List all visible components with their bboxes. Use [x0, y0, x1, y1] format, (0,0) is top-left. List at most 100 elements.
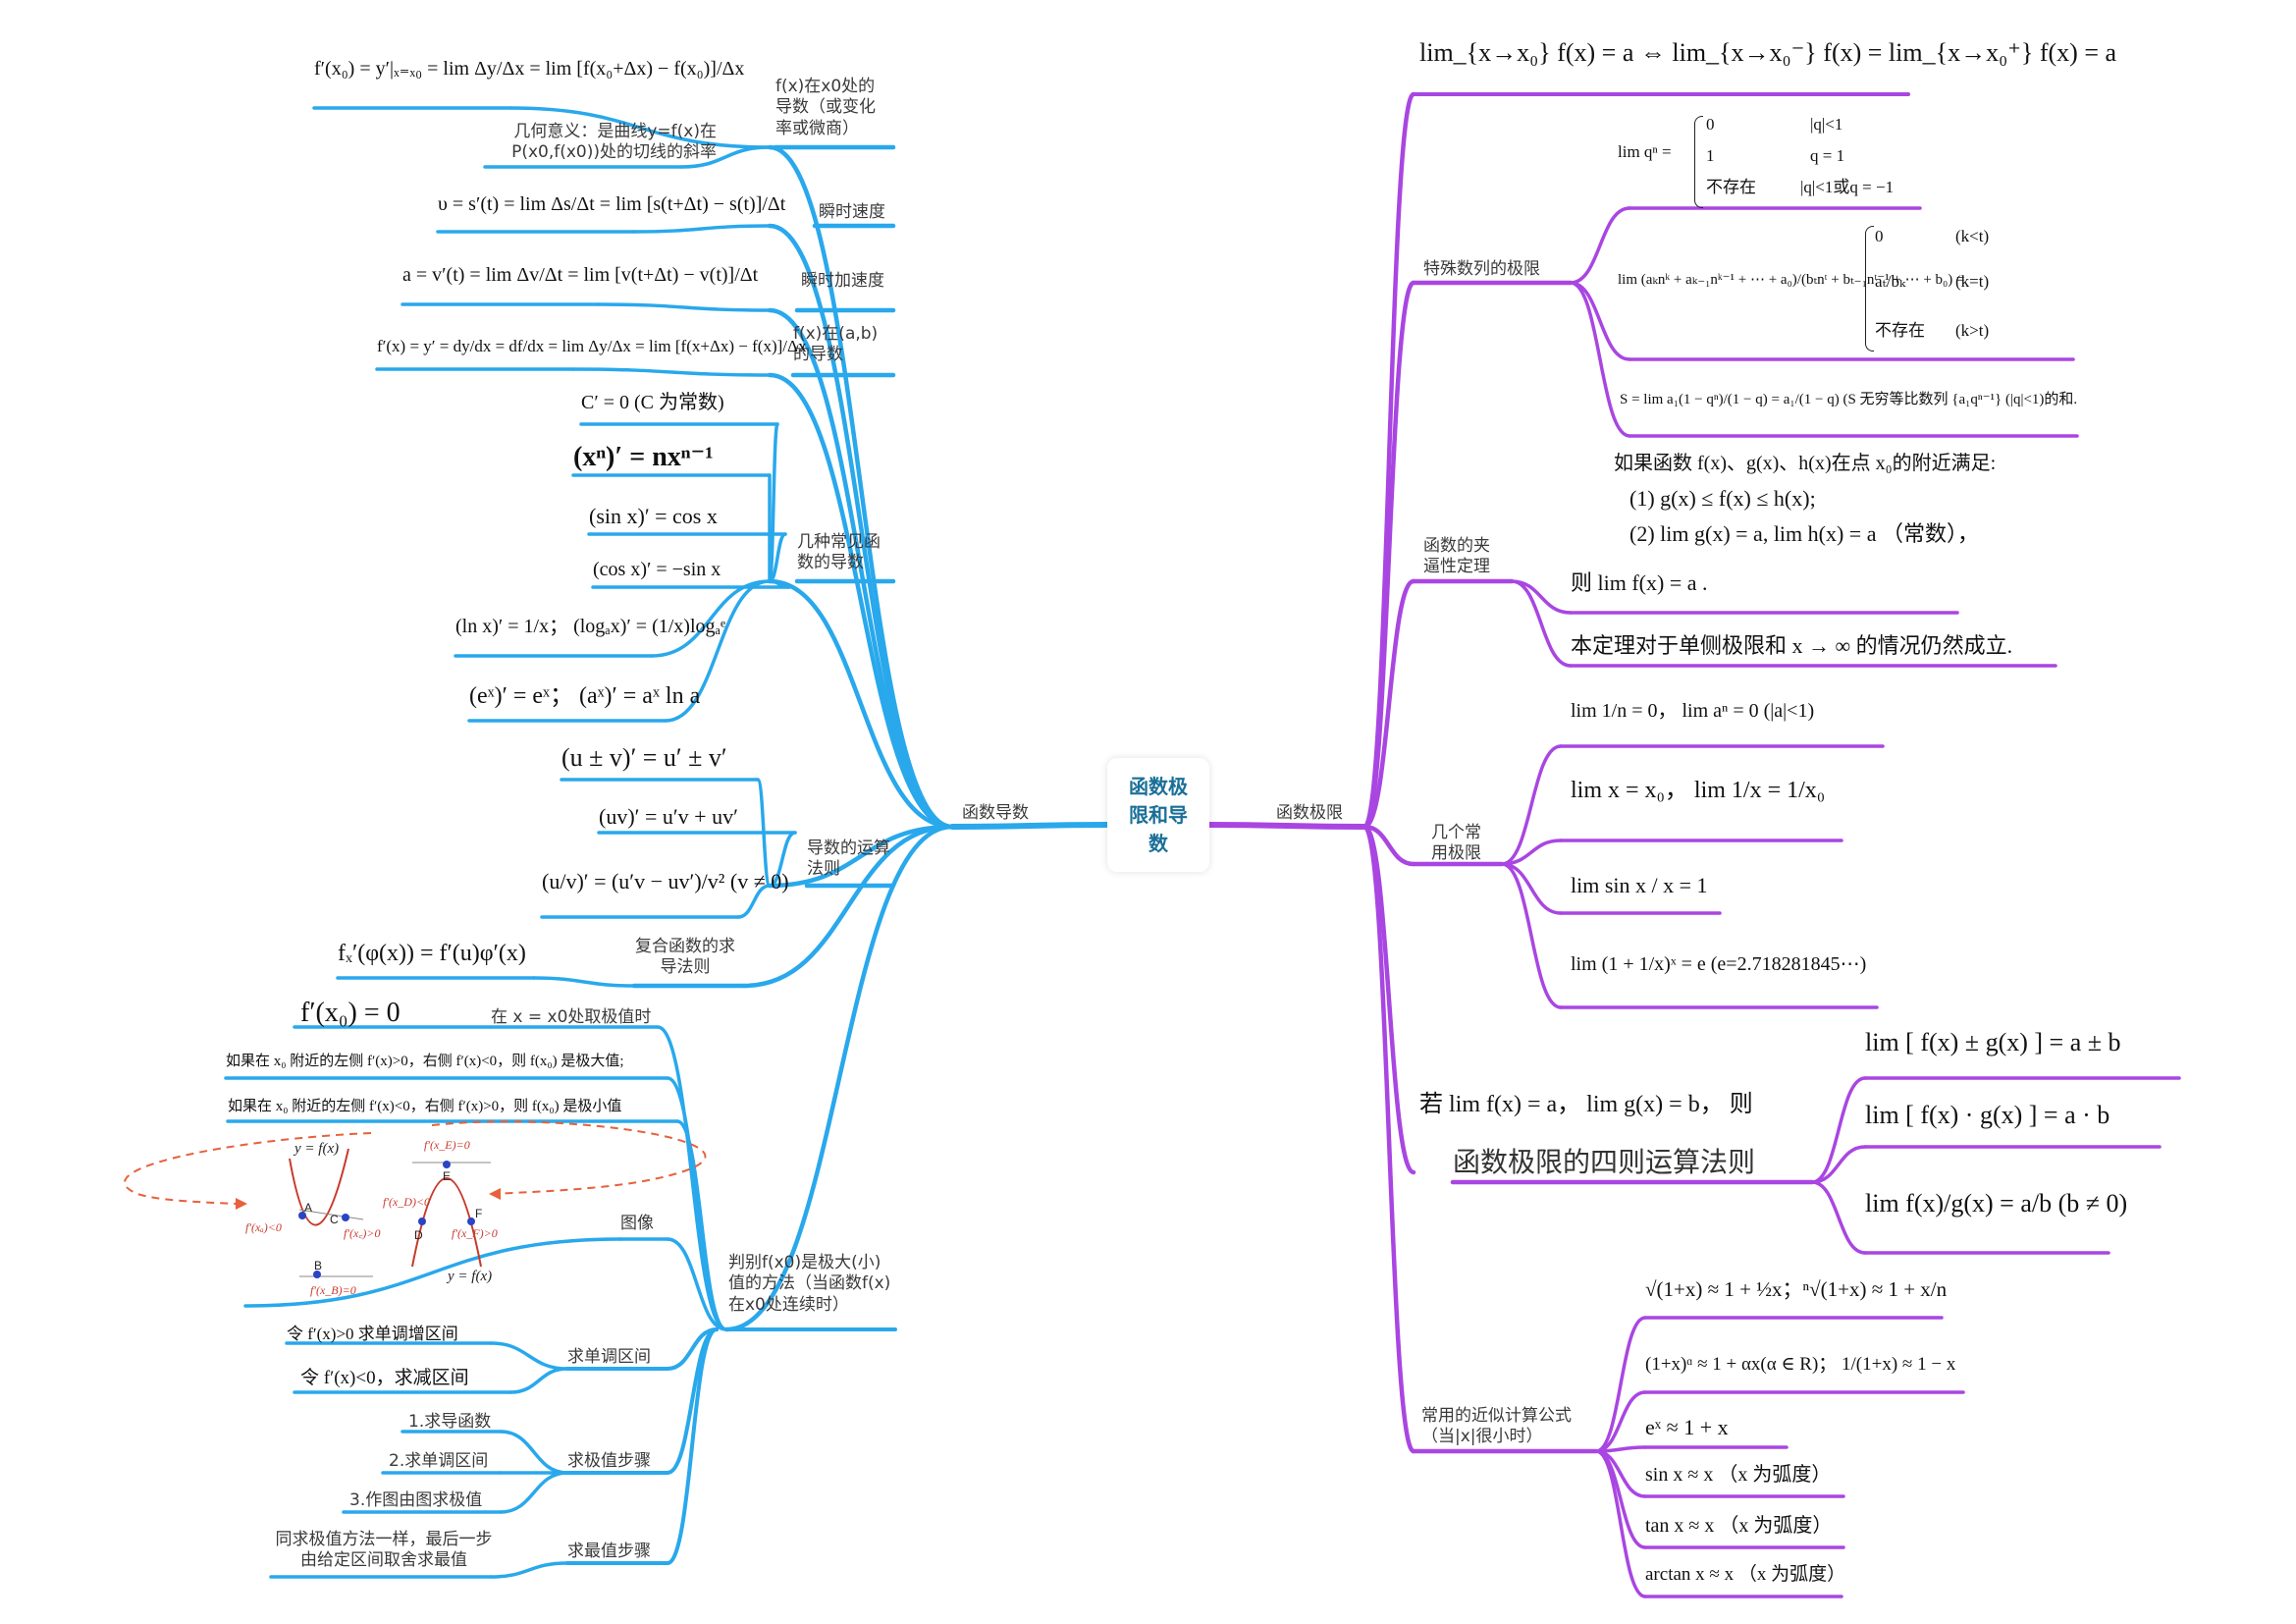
one-sided-limit: lim_{x→x₀} f(x) = a ⇔ lim_{x→x₀⁻} f(x) =… — [1419, 38, 2117, 67]
deriv-rules-label[interactable]: 导数的运算法则 — [807, 839, 890, 880]
parabola-max-sketch: f′(x_E)=0 E D F f′(x_D)<0 f′(x_F)>0 y = … — [383, 1138, 498, 1284]
extreme-sketch-figure: y = f(x) A C B f′(xₐ)<0 f′(x꜀)>0 f′(x_B)… — [124, 1120, 707, 1297]
squeeze-note: 本定理对于单侧极限和 x → ∞ 的情况仍然成立. — [1571, 633, 2013, 658]
annotation-dashed-ellipse — [124, 1132, 372, 1205]
approx-1: (1+x)ᵅ ≈ 1 + αx(α ∈ R)； 1/(1+x) ≈ 1 − x — [1645, 1354, 1956, 1375]
link-special-poly — [1569, 281, 1631, 361]
common-deriv-power: (xⁿ)′ = nxⁿ⁻¹ — [573, 442, 714, 472]
extreme-method-label[interactable]: 判别f(x0)是极大(小)值的方法（当函数f(x)在x0处连续时） — [728, 1253, 891, 1315]
link-leaf-left-0 — [508, 106, 772, 149]
link-cl-1 — [1500, 839, 1563, 866]
extreme-image-label[interactable]: 图像 — [620, 1214, 654, 1233]
link-root-right — [1206, 822, 1367, 830]
extreme-max-rule: 如果在 x₀ 附近的左侧 f′(x)>0，右侧 f′(x)<0，则 f(x₀) … — [226, 1054, 624, 1069]
branch-derivative-label[interactable]: 函数导数 — [962, 803, 1029, 823]
branch-limit-label[interactable]: 函数极限 — [1276, 803, 1343, 823]
fig-min-point-b: B — [314, 1259, 322, 1272]
poly-cond-1: (k=t) — [1955, 272, 1990, 291]
acceleration-label[interactable]: 瞬时加速度 — [801, 271, 884, 291]
fig-min-point-c: C — [330, 1213, 339, 1226]
fig-max-left: f′(x_D)<0 — [383, 1195, 430, 1209]
fig-min-bottom: f′(x_B)=0 — [310, 1283, 356, 1297]
fig-max-point-e: E — [443, 1169, 451, 1183]
link-leaf-left-9 — [650, 579, 772, 658]
monotonic-label[interactable]: 求单调区间 — [567, 1347, 651, 1367]
deriv-rule-sum: (u ± v)′ = u′ ± v′ — [561, 743, 727, 772]
max-steps-item: 同求极值方法一样，最后一步由给定区间取舍求最值 — [275, 1530, 493, 1571]
extreme-at-x0-formula: f′(x₀) = 0 — [300, 998, 400, 1028]
squeeze-text-1: (1) g(x) ≤ f(x) ≤ h(x); — [1629, 486, 1816, 511]
deriv-geo-meaning: 几何意义：是曲线y=f(x)在P(x0,f(x0))处的切线的斜率 — [511, 122, 717, 163]
link-extreme-min-rule — [675, 1119, 728, 1331]
link-max-steps — [666, 1327, 719, 1565]
squeeze-text-2: (2) lim g(x) = a, lim h(x) = a （常数）， — [1629, 521, 1979, 546]
deriv-rule-quotient: (u/v)′ = (u′v − uv′)/v² (v ≠ 0) — [542, 869, 789, 893]
qn-case-0: 0 — [1706, 115, 1715, 134]
qn-cond-1: q = 1 — [1810, 146, 1845, 165]
link-es-2 — [499, 1471, 569, 1514]
deriv-at-x0-label[interactable]: f(x)在x0处的导数（或变化率或微商） — [775, 77, 876, 138]
link-leaf-left-3 — [597, 302, 772, 312]
poly-case-2: 不存在 — [1875, 321, 1925, 340]
squeeze-label[interactable]: 函数的夹逼性定理 — [1423, 536, 1490, 577]
link-ap-1 — [1594, 1390, 1647, 1453]
common-limits-label[interactable]: 几个常用极限 — [1431, 823, 1481, 864]
deriv-at-x0-formula: f′(x₀) = y′|ₓ₌ₓ₀ = lim Δy/Δx = lim [f(x₀… — [314, 58, 745, 80]
velocity-formula: υ = s′(t) = lim Δs/Δt = lim [s(t+Δt) − s… — [438, 193, 786, 215]
common-limit-0: lim 1/n = 0， lim aⁿ = 0 (|a|<1) — [1571, 700, 1815, 722]
fig-max-top: f′(x_E)=0 — [424, 1138, 470, 1152]
link-left-interval — [767, 372, 955, 830]
common-deriv-exp: (eˣ)′ = eˣ； (aˣ)′ = aˣ ln a — [469, 683, 701, 709]
poly-case-0: 0 — [1875, 227, 1884, 245]
acceleration-formula: a = v′(t) = lim Δv/Δt = lim [v(t+Δt) − v… — [402, 264, 759, 286]
approx-4: tan x ≈ x （x 为弧度） — [1645, 1515, 1833, 1537]
special-seq-label[interactable]: 特殊数列的极限 — [1423, 259, 1540, 279]
link-left-common — [767, 578, 955, 830]
deriv-rule-product: (uv)′ = u′v + uv′ — [599, 804, 738, 829]
extreme-steps-label[interactable]: 求极值步骤 — [567, 1451, 651, 1471]
link-left-rules — [767, 824, 955, 889]
link-left-composite — [741, 824, 955, 989]
composite-label[interactable]: 复合函数的求导法则 — [635, 937, 735, 978]
max-steps-label[interactable]: 求最值步骤 — [567, 1542, 651, 1561]
poly-cond-2: (k>t) — [1955, 321, 1990, 340]
approx-label[interactable]: 常用的近似计算公式（当|x|很小时） — [1421, 1406, 1572, 1447]
common-limit-3: lim (1 + 1/x)ˣ = e (e=2.718281845⋯) — [1571, 953, 1867, 975]
interval-deriv-label[interactable]: f(x)在(a,b)的导数 — [793, 324, 879, 365]
extreme-step-3: 3.作图由图求极值 — [349, 1490, 483, 1510]
root-node[interactable]: 函数极 限和导 数 — [1107, 758, 1209, 872]
common-derivs-label[interactable]: 几种常见函数的导数 — [797, 532, 881, 573]
four-ops-label[interactable]: 函数极限的四则运算法则 — [1453, 1146, 1756, 1178]
link-monotonic — [666, 1327, 719, 1371]
approx-2: eˣ ≈ 1 + x — [1645, 1415, 1729, 1439]
annotation-dashed-arc — [431, 1120, 707, 1195]
link-leaf-left-1 — [679, 145, 772, 169]
common-deriv-log: (ln x)′ = 1/x； (logₐx)′ = (1/x)logₐᵉ — [455, 616, 726, 637]
link-leaf-left-10 — [664, 579, 772, 723]
fig-max-right: f′(x_F)>0 — [452, 1226, 498, 1240]
squeeze-text-3: 则 lim f(x) = a . — [1571, 570, 1708, 595]
link-cl-3 — [1500, 862, 1563, 1009]
link-special-series — [1569, 281, 1631, 438]
four-ops-product: lim [ f(x) · g(x) ] = a · b — [1865, 1101, 2110, 1129]
link-es-0 — [499, 1430, 569, 1475]
extreme-step-1: 1.求导函数 — [408, 1412, 492, 1432]
common-deriv-const: C′ = 0 (C 为常数) — [581, 392, 724, 413]
link-ap-5 — [1594, 1449, 1647, 1598]
qn-cond-0: |q|<1 — [1810, 115, 1843, 134]
link-right-special — [1362, 280, 1416, 830]
monotonic-decrease: 令 f′(x)<0，求减区间 — [300, 1368, 469, 1388]
link-right-common-limits — [1362, 824, 1416, 867]
link-ap-0 — [1594, 1316, 1647, 1453]
composite-formula: fₓ′(φ(x)) = f′(u)φ′(x) — [338, 941, 526, 966]
root-label: 函数极 限和导 数 — [1129, 774, 1188, 855]
qn-lhs: lim qⁿ = — [1618, 142, 1672, 161]
common-limit-2: lim sin x / x = 1 — [1571, 873, 1708, 897]
poly-case-1: aₜ/bₖ — [1875, 272, 1906, 291]
four-ops-sum: lim [ f(x) ± g(x) ] = a ± b — [1865, 1028, 2121, 1056]
velocity-label[interactable]: 瞬时速度 — [819, 202, 885, 222]
brace — [1694, 116, 1703, 208]
fig-min-left: f′(xₐ)<0 — [245, 1220, 282, 1234]
link-left-extreme — [723, 824, 955, 1332]
